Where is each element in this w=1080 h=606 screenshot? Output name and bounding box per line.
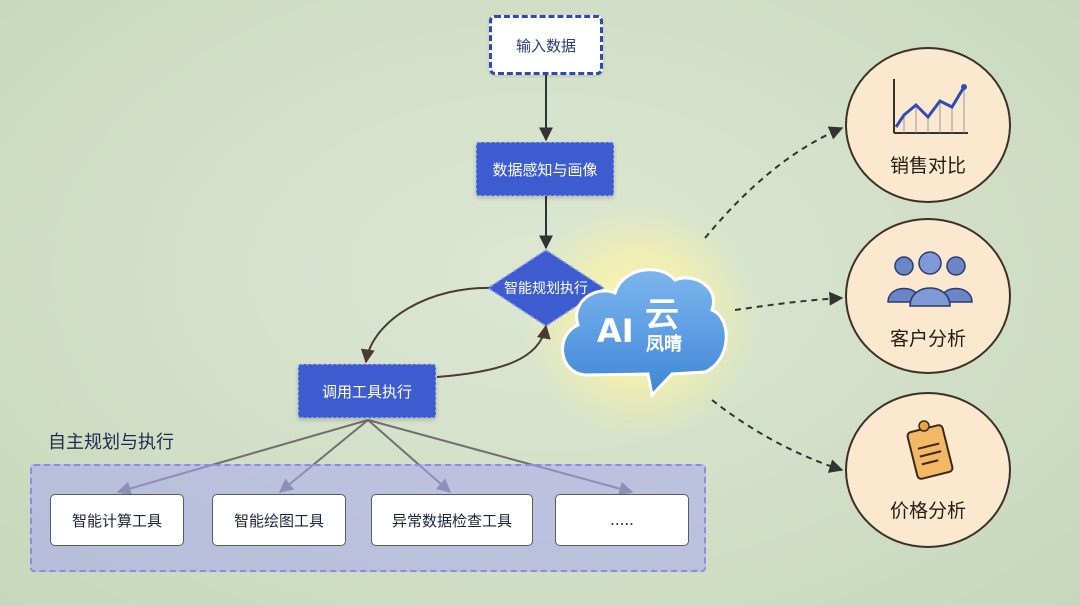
output-price-circle: 价格分析 <box>845 392 1011 548</box>
output-sales-circle: 销售对比 <box>845 47 1011 203</box>
cloud-logo-icon <box>561 268 728 399</box>
output-label: 销售对比 <box>889 155 966 177</box>
tool-more: ..... <box>555 494 689 546</box>
arrow-to-sales <box>704 126 844 239</box>
arrow-to-customer <box>734 291 844 311</box>
tool-call-node: 调用工具执行 <box>298 364 436 418</box>
people-group-icon <box>887 251 973 307</box>
input-data-label: 输入数据 <box>515 36 576 55</box>
planning-label: 智能规划执行 <box>504 281 588 297</box>
planning-diamond <box>486 249 606 327</box>
line-chart-icon <box>893 79 968 134</box>
tool-anomaly-check: 异常数据检查工具 <box>371 494 533 546</box>
tool-label: 智能绘图工具 <box>233 511 324 530</box>
output-customer-circle: 客户分析 <box>845 218 1011 374</box>
cloud-char-text: 云 <box>645 295 679 335</box>
arrow-planning-to-tool-call <box>360 286 497 364</box>
tool-call-label: 调用工具执行 <box>321 382 412 401</box>
price-tag-icon <box>906 420 954 480</box>
tool-label: 异常数据检查工具 <box>391 511 512 530</box>
tool-label: 智能计算工具 <box>71 511 162 530</box>
input-data-node: 输入数据 <box>489 15 603 75</box>
arrow-to-price <box>711 399 844 473</box>
output-label: 价格分析 <box>889 500 966 522</box>
arrow-tool-call-to-planning <box>436 324 551 378</box>
perception-node: 数据感知与画像 <box>476 142 614 196</box>
tool-smart-calc: 智能计算工具 <box>50 494 184 546</box>
output-label: 客户分析 <box>889 328 966 350</box>
cloud-ai-text: AI <box>597 312 634 350</box>
perception-label: 数据感知与画像 <box>492 160 598 179</box>
tool-label: ..... <box>610 511 634 529</box>
tool-smart-drawing: 智能绘图工具 <box>212 494 346 546</box>
cloud-sub-text: 凤晴 <box>646 334 682 355</box>
section-title: 自主规划与执行 <box>48 432 174 453</box>
